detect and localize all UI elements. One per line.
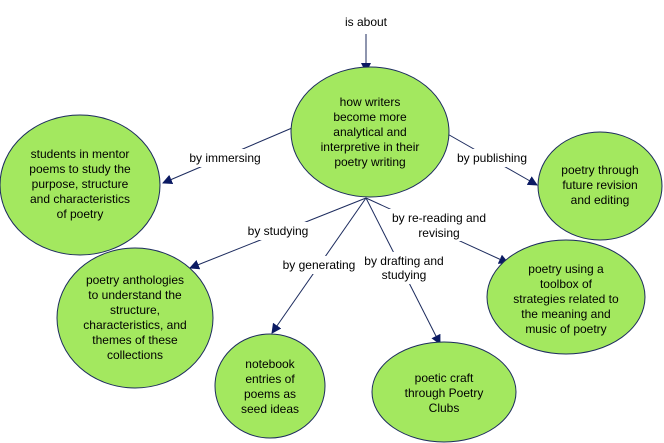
node-line: seed ideas (241, 402, 299, 416)
node-line: structure, (110, 303, 160, 317)
link-labels: is about by immersing by publishing by s… (183, 15, 532, 284)
node-line: and characteristics (30, 192, 130, 206)
center-line-2: become more (333, 110, 407, 124)
center-line-5: poetry writing (334, 155, 405, 169)
link-label-drafting-line2: studying (382, 268, 427, 282)
node-line: characteristics, and (83, 318, 186, 332)
node-studying-target: poetry anthologies to understand the str… (56, 247, 214, 389)
link-label-publishing: by publishing (457, 151, 527, 165)
link-label-drafting-line1: by drafting and (364, 254, 443, 268)
center-line-1: how writers (340, 95, 401, 109)
node-line: and editing (571, 193, 630, 207)
center-line-3: analytical and (333, 125, 406, 139)
node-line: poems as (244, 387, 296, 401)
link-label-generating: by generating (283, 258, 356, 272)
node-line: toolbox of (540, 277, 593, 291)
node-line: poetry anthologies (86, 273, 184, 287)
node-publishing-target: poetry through future revision and editi… (537, 131, 663, 241)
center-concept: how writers become more analytical and i… (290, 66, 450, 198)
link-label-rereading-line2: revising (418, 226, 459, 240)
link-label-top: is about (345, 15, 388, 29)
node-line: strategies related to (513, 292, 619, 306)
node-line: poems to study the (29, 162, 131, 176)
node-line: themes of these (92, 333, 178, 347)
link-label-studying: by studying (248, 224, 309, 238)
node-line: collections (107, 348, 163, 362)
node-generating-target: notebook entries of poems as seed ideas (214, 333, 326, 439)
node-line: students in mentor (31, 147, 130, 161)
node-line: poetry using a (528, 262, 604, 276)
node-line: poetic craft (415, 371, 474, 385)
link-label-immersing: by immersing (189, 151, 260, 165)
node-line: entries of (245, 372, 295, 386)
node-line: poetry through (561, 163, 638, 177)
node-line: Clubs (429, 401, 460, 415)
node-rereading-target: poetry using a toolbox of strategies rel… (486, 239, 646, 355)
center-line-4: interpretive in their (321, 140, 420, 154)
node-line: to understand the (88, 288, 182, 302)
node-line: notebook (245, 357, 295, 371)
node-line: of poetry (57, 207, 104, 221)
node-line: through Poetry (405, 386, 484, 400)
link-label-rereading-line1: by re-reading and (392, 211, 486, 225)
node-line: purpose, structure (32, 177, 129, 191)
node-line: the meaning and (521, 307, 610, 321)
node-line: future revision (562, 178, 637, 192)
node-drafting-target: poetic craft through Poetry Clubs (371, 341, 517, 443)
node-line: music of poetry (525, 322, 606, 336)
node-immersing-target: students in mentor poems to study the pu… (0, 114, 161, 256)
